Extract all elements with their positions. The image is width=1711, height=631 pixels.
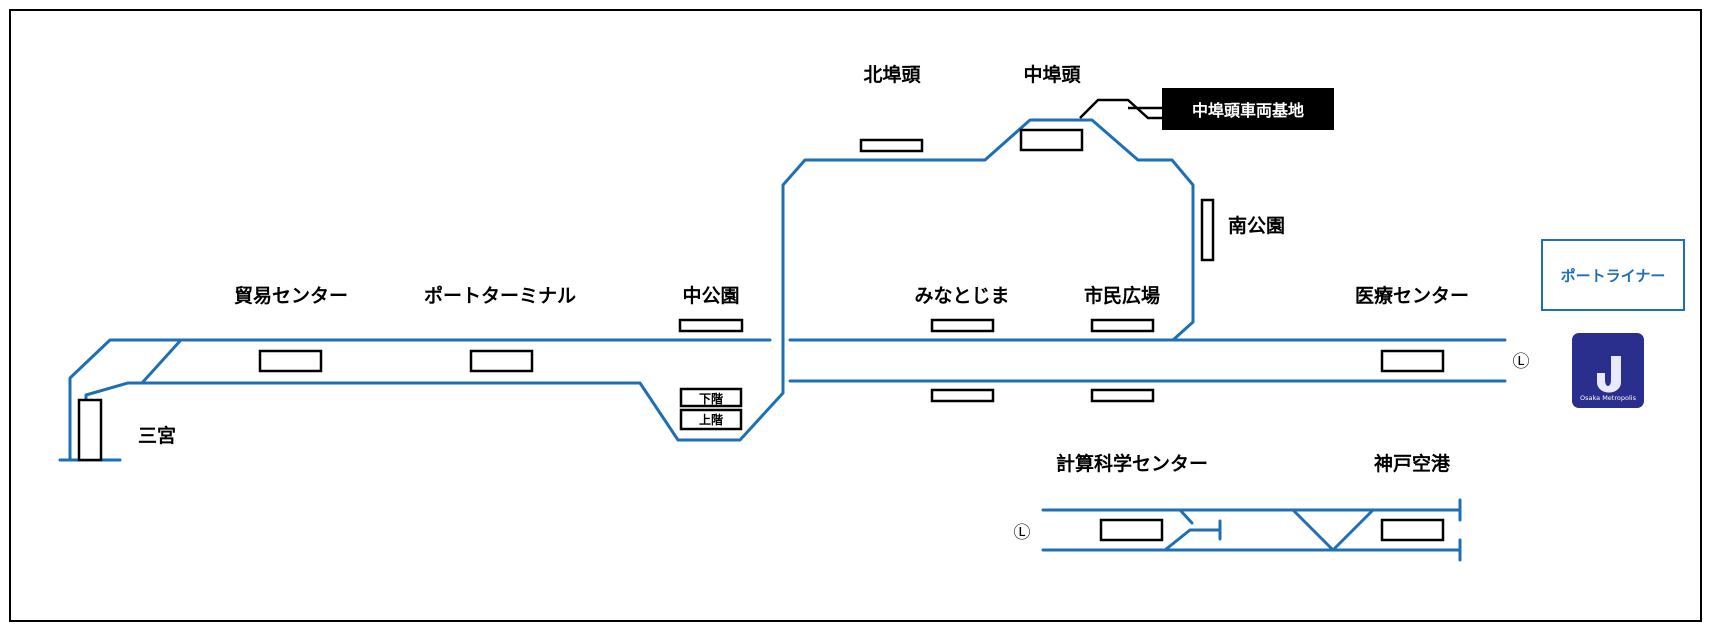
station-label-kita-futo: 北埠頭 — [863, 63, 921, 86]
platform-boeki-center — [258, 349, 323, 373]
platform-kita-futo — [859, 138, 924, 153]
map-frame — [9, 9, 1702, 622]
platform-naka-koen-top — [678, 318, 744, 333]
platform-shimin-hiroba-bottom — [1090, 388, 1155, 403]
station-label-minatojima: みなとじま — [914, 285, 1009, 307]
line-name-box — [1541, 239, 1685, 311]
platform-naka-koen-lower — [679, 387, 743, 408]
track-upper-west — [68, 338, 772, 462]
platform-kobe-kuko — [1380, 518, 1445, 542]
main-line-tracks — [58, 118, 1507, 462]
line-name-label: ポートライナー — [1561, 267, 1666, 285]
depot-box — [1162, 88, 1334, 130]
platform-minatojima-top — [930, 318, 995, 333]
platform-sannomiya — [77, 398, 103, 462]
loop-marker-main: Ⓛ — [1513, 352, 1530, 372]
station-label-keisan-kagaku-center: 計算科学センター — [1056, 452, 1208, 475]
platform-level-lower: 下階 — [699, 391, 723, 406]
track-lower-west — [84, 118, 1195, 462]
platform-naka-koen-upper — [679, 408, 743, 431]
logo-brand-text: Osaka Metropolis — [1580, 394, 1637, 402]
station-label-shimin-hiroba: 市民広場 — [1084, 284, 1160, 307]
platform-shimin-hiroba-top — [1090, 318, 1155, 333]
station-label-naka-futo: 中埠頭 — [1023, 63, 1081, 86]
depot-connector — [1079, 98, 1162, 120]
platform-port-terminal — [469, 349, 534, 373]
crossover-sannomiya — [140, 339, 182, 385]
airport-crossover — [1291, 508, 1375, 552]
branch-crossover-a — [1178, 508, 1194, 525]
platform-naka-futo — [1019, 128, 1084, 152]
platform-level-upper: 上階 — [699, 412, 723, 427]
station-label-minami-koen: 南公園 — [1228, 215, 1285, 237]
branch-siding — [1163, 528, 1222, 552]
station-label-port-terminal: ポートターミナル — [424, 284, 576, 307]
station-label-kobe-kuko: 神戸空港 — [1374, 452, 1451, 475]
station-label-sannomiya: 三宮 — [138, 424, 176, 447]
platform-minami-koen — [1200, 198, 1215, 262]
airport-branch-tracks — [1041, 498, 1462, 562]
operator-logo: Osaka Metropolis — [1572, 333, 1644, 408]
loop-marker-branch: Ⓛ — [1014, 523, 1031, 543]
station-labels: 三宮 貿易センター ポートターミナル 中公園 北埠頭 中埠頭 南公園 みなとじま… — [138, 63, 1469, 475]
logo-background — [1572, 333, 1644, 408]
platform-iryo-center — [1380, 349, 1445, 373]
logo-mark-icon — [1597, 356, 1621, 393]
platform-keisan-kagaku-center — [1099, 518, 1164, 542]
station-label-boeki-center: 貿易センター — [234, 284, 348, 307]
station-label-iryo-center: 医療センター — [1355, 284, 1469, 307]
platforms — [77, 128, 1445, 542]
depot-label: 中埠頭車両基地 — [1192, 101, 1304, 120]
station-label-naka-koen: 中公園 — [682, 284, 739, 307]
platform-minatojima-bottom — [930, 388, 995, 403]
